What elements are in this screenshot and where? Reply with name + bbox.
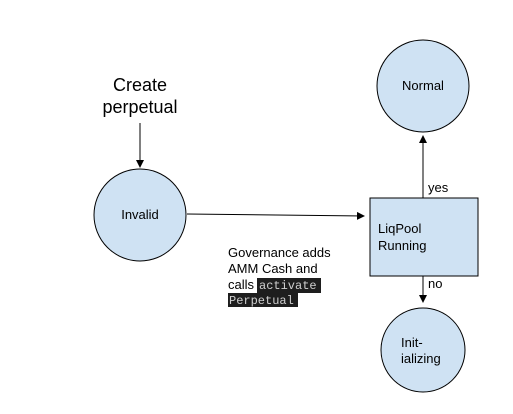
node-invalid-label: Invalid	[121, 207, 159, 222]
node-normal	[376, 39, 470, 133]
node-initializing-label-line-2: ializing	[401, 351, 441, 366]
title-line-2: perpetual	[102, 97, 177, 117]
code-highlight-2	[228, 293, 298, 307]
node-liqpool-label-line-1: LiqPool	[378, 221, 421, 236]
governance-note-line-2: AMM Cash and	[228, 261, 318, 276]
node-initializing	[380, 307, 466, 393]
edge-invalid-to-liqpool	[186, 211, 365, 220]
governance-note-prefix: calls	[228, 277, 255, 292]
node-initializing-label-line-1: Init-	[401, 335, 423, 350]
title-line-1: Create	[113, 75, 167, 95]
node-liqpool-label-line-2: Running	[378, 238, 426, 253]
edge-label-no: no	[428, 276, 442, 291]
governance-note-code-2: Perpetual	[229, 294, 294, 308]
node-normal-label: Normal	[402, 78, 444, 93]
governance-note-line-1: Governance adds	[228, 245, 331, 260]
code-highlight-1	[257, 278, 321, 293]
governance-note-code-1: activate	[259, 279, 317, 293]
node-liqpool-running	[369, 197, 479, 277]
node-invalid	[93, 168, 187, 262]
edge-label-yes: yes	[428, 180, 449, 195]
